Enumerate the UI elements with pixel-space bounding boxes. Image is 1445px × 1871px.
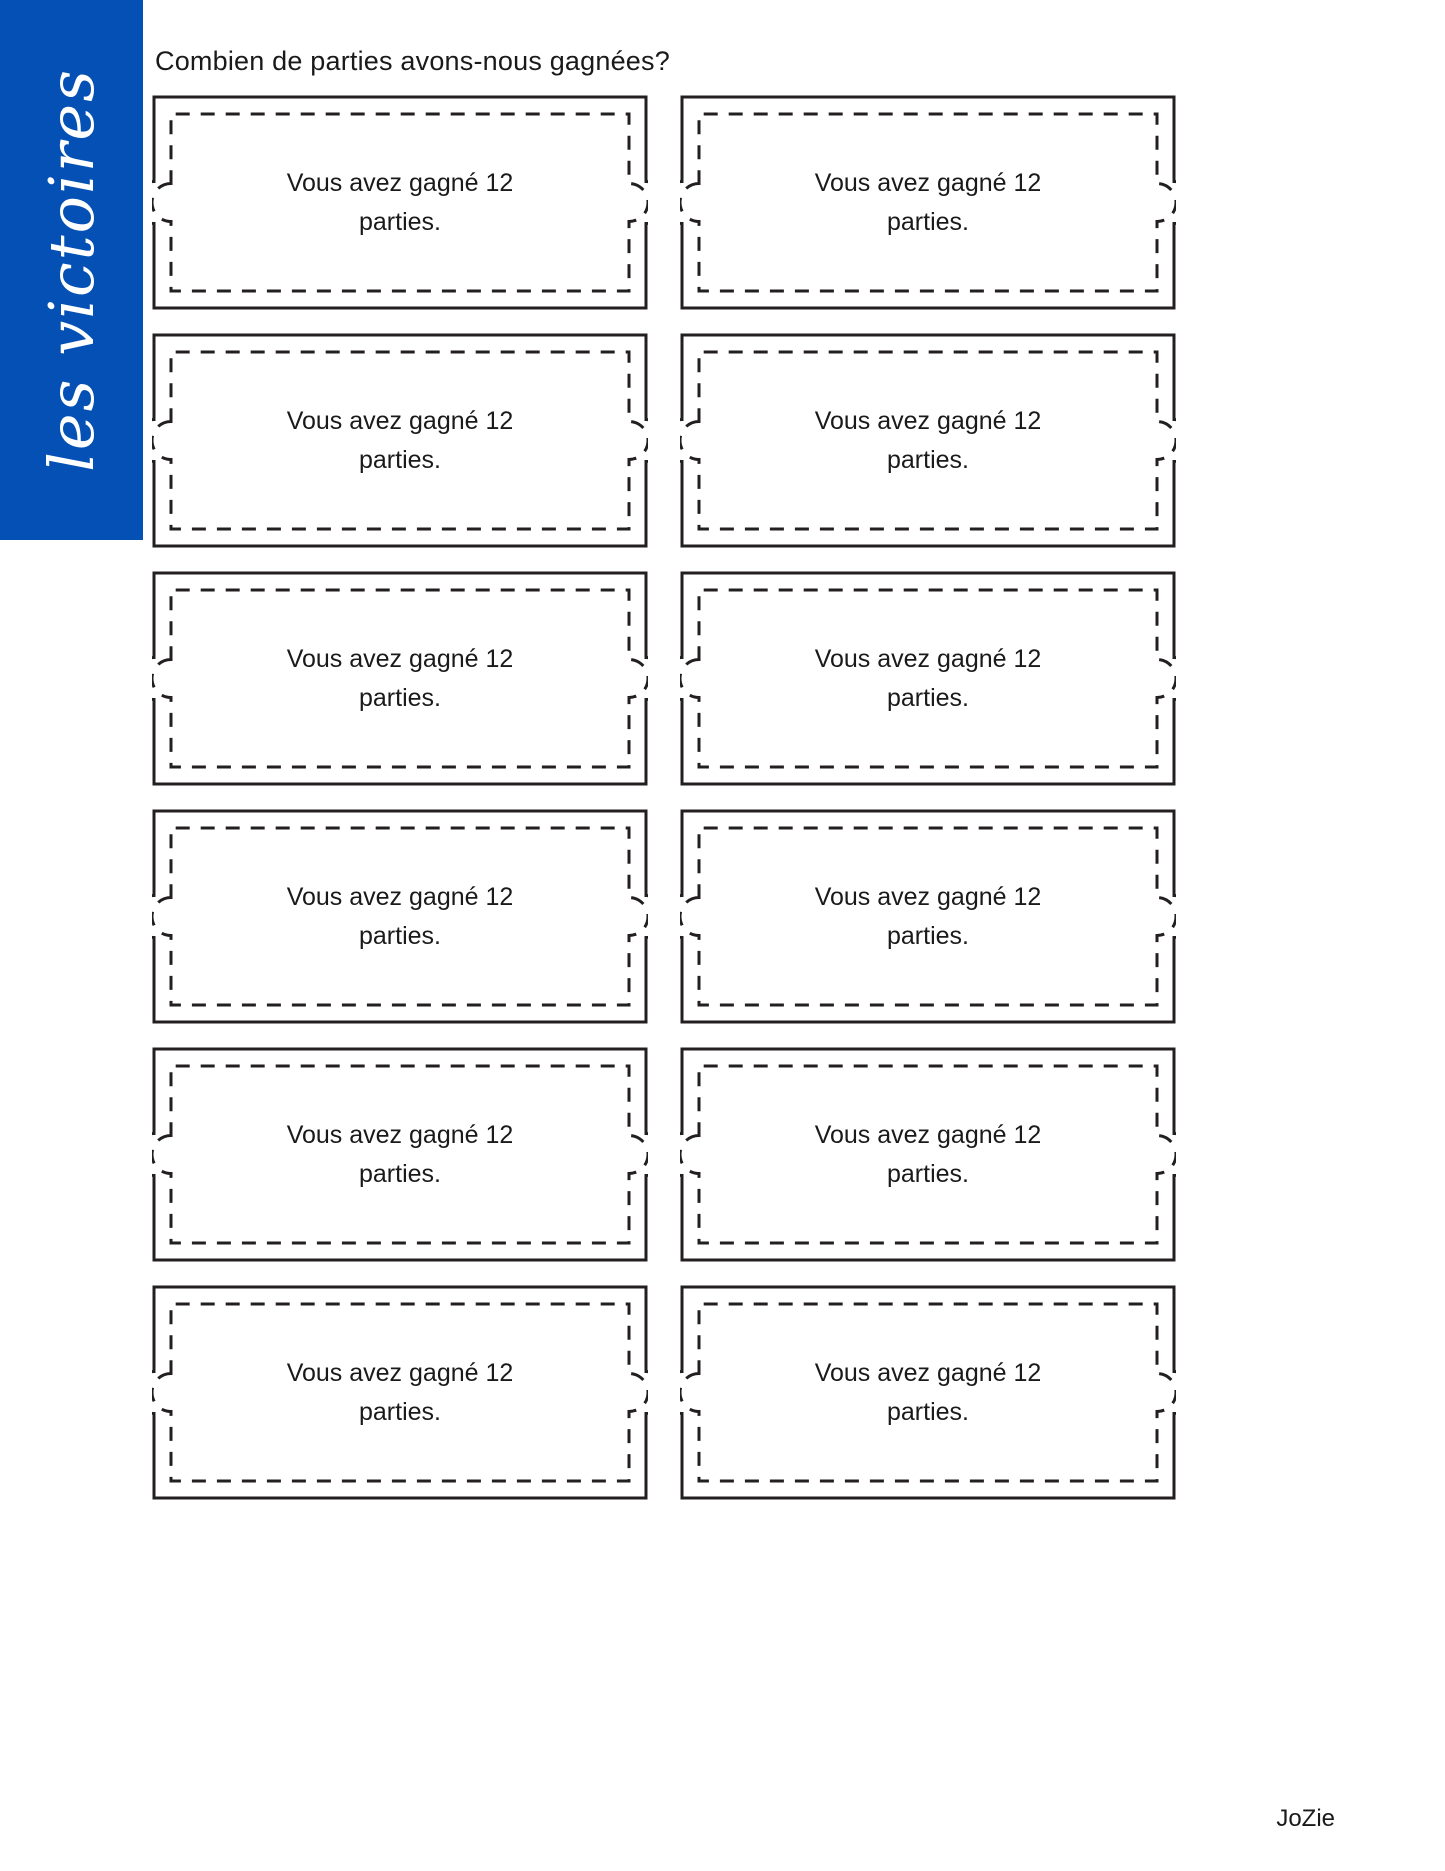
ticket-inner-dashed-border <box>152 826 648 1007</box>
ticket[interactable]: Vous avez gagné 12 parties. <box>152 95 648 310</box>
ticket-inner-dashed-border <box>680 826 1176 1007</box>
ticket[interactable]: Vous avez gagné 12 parties. <box>152 1047 648 1262</box>
ticket-outer-border <box>680 95 1176 310</box>
ticket[interactable]: Vous avez gagné 12 parties. <box>680 809 1176 1024</box>
ticket-inner-dashed-border <box>152 1064 648 1245</box>
ticket-message: Vous avez gagné 12 parties. <box>814 168 1042 236</box>
ticket-message: Vous avez gagné 12 parties. <box>286 1358 514 1426</box>
ticket-message: Vous avez gagné 12 parties. <box>814 1358 1042 1426</box>
ticket-outer-border <box>680 333 1176 548</box>
ticket-inner-dashed-border <box>152 112 648 293</box>
sidebar-title-les-victoires: les victoires <box>34 68 108 472</box>
ticket-inner-dashed-border <box>152 1302 648 1483</box>
ticket-message: Vous avez gagné 12 parties. <box>814 644 1042 712</box>
ticket-outer-border <box>152 333 648 548</box>
ticket-message: Vous avez gagné 12 parties. <box>286 1120 514 1188</box>
ticket-message: Vous avez gagné 12 parties. <box>814 406 1042 474</box>
ticket-outer-border <box>680 571 1176 786</box>
ticket-message: Vous avez gagné 12 parties. <box>286 644 514 712</box>
ticket[interactable]: Vous avez gagné 12 parties. <box>680 1047 1176 1262</box>
ticket[interactable]: Vous avez gagné 12 parties. <box>152 809 648 1024</box>
ticket[interactable]: Vous avez gagné 12 parties. <box>680 1285 1176 1500</box>
ticket-inner-dashed-border <box>152 350 648 531</box>
ticket-outer-border <box>680 809 1176 1024</box>
ticket-grid: Vous avez gagné 12 parties. Vous avez gag… <box>152 95 1176 1500</box>
sidebar-tab: les victoires <box>0 0 143 540</box>
ticket[interactable]: Vous avez gagné 12 parties. <box>680 95 1176 310</box>
ticket-message: Vous avez gagné 12 parties. <box>286 406 514 474</box>
ticket-inner-dashed-border <box>680 112 1176 293</box>
ticket-outer-border <box>152 95 648 310</box>
ticket[interactable]: Vous avez gagné 12 parties. <box>152 1285 648 1500</box>
sidebar-label-wrap: les victoires <box>0 0 143 540</box>
ticket-inner-dashed-border <box>680 588 1176 769</box>
footer-credit: JoZie <box>1276 1805 1335 1832</box>
page-title: Combien de parties avons-nous gagnées? <box>155 46 670 76</box>
ticket-message: Vous avez gagné 12 parties. <box>814 1120 1042 1188</box>
ticket[interactable]: Vous avez gagné 12 parties. <box>152 571 648 786</box>
ticket-outer-border <box>680 1285 1176 1500</box>
ticket[interactable]: Vous avez gagné 12 parties. <box>680 333 1176 548</box>
ticket-outer-border <box>152 809 648 1024</box>
ticket-outer-border <box>152 1285 648 1500</box>
ticket-inner-dashed-border <box>680 350 1176 531</box>
ticket-message: Vous avez gagné 12 parties. <box>814 882 1042 950</box>
ticket-message: Vous avez gagné 12 parties. <box>286 882 514 950</box>
ticket-inner-dashed-border <box>152 588 648 769</box>
ticket[interactable]: Vous avez gagné 12 parties. <box>680 571 1176 786</box>
ticket-inner-dashed-border <box>680 1064 1176 1245</box>
ticket-outer-border <box>680 1047 1176 1262</box>
ticket[interactable]: Vous avez gagné 12 parties. <box>152 333 648 548</box>
ticket-message: Vous avez gagné 12 parties. <box>286 168 514 236</box>
ticket-outer-border <box>152 571 648 786</box>
ticket-inner-dashed-border <box>680 1302 1176 1483</box>
ticket-outer-border <box>152 1047 648 1262</box>
